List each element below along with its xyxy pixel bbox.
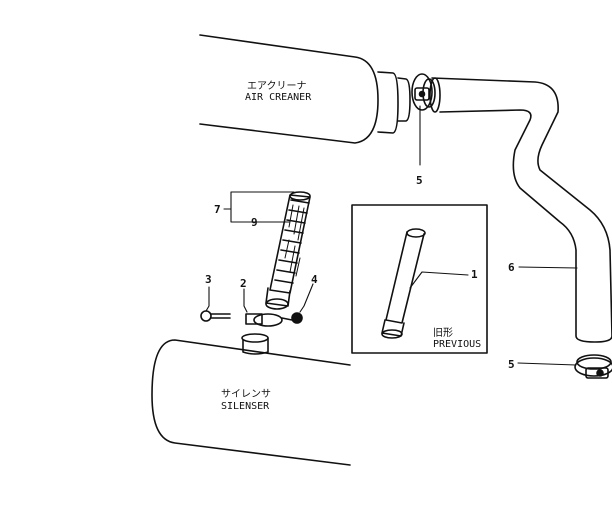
air-cleaner-body: [199, 34, 411, 144]
air-cleaner-label-jp: エアクリーナ: [247, 80, 307, 92]
bolt-3: [200, 310, 231, 322]
silencer-label-jp: サイレンサ: [221, 388, 271, 400]
air-cleaner-label-en: AIR CREANER: [245, 92, 312, 103]
callout-4: 4: [311, 273, 318, 286]
silencer-body: [151, 333, 351, 466]
inset-box: [351, 204, 488, 354]
callout-3: 3: [205, 273, 212, 286]
hose-clamp-top: [411, 73, 436, 111]
hose-6: [429, 77, 612, 343]
small-clamp-2: [245, 313, 293, 327]
callout-9: 9: [251, 216, 258, 229]
inset-label-jp: 旧形: [433, 327, 453, 339]
callout-1: 1: [471, 268, 478, 281]
inset-label-en: PREVIOUS: [433, 339, 481, 350]
nut-4: [291, 312, 303, 324]
corrugated-hose-9: [265, 191, 311, 310]
leader-lines: [205, 105, 578, 366]
callout-2: 2: [240, 277, 247, 290]
hose-clamp-bottom: [574, 354, 612, 379]
callout-7: 7: [214, 203, 221, 216]
callout-5-top: 5: [416, 174, 423, 187]
callout-5-bottom: 5: [508, 358, 515, 371]
silencer-label-en: SILENSER: [221, 401, 270, 412]
callout-6: 6: [508, 261, 515, 274]
